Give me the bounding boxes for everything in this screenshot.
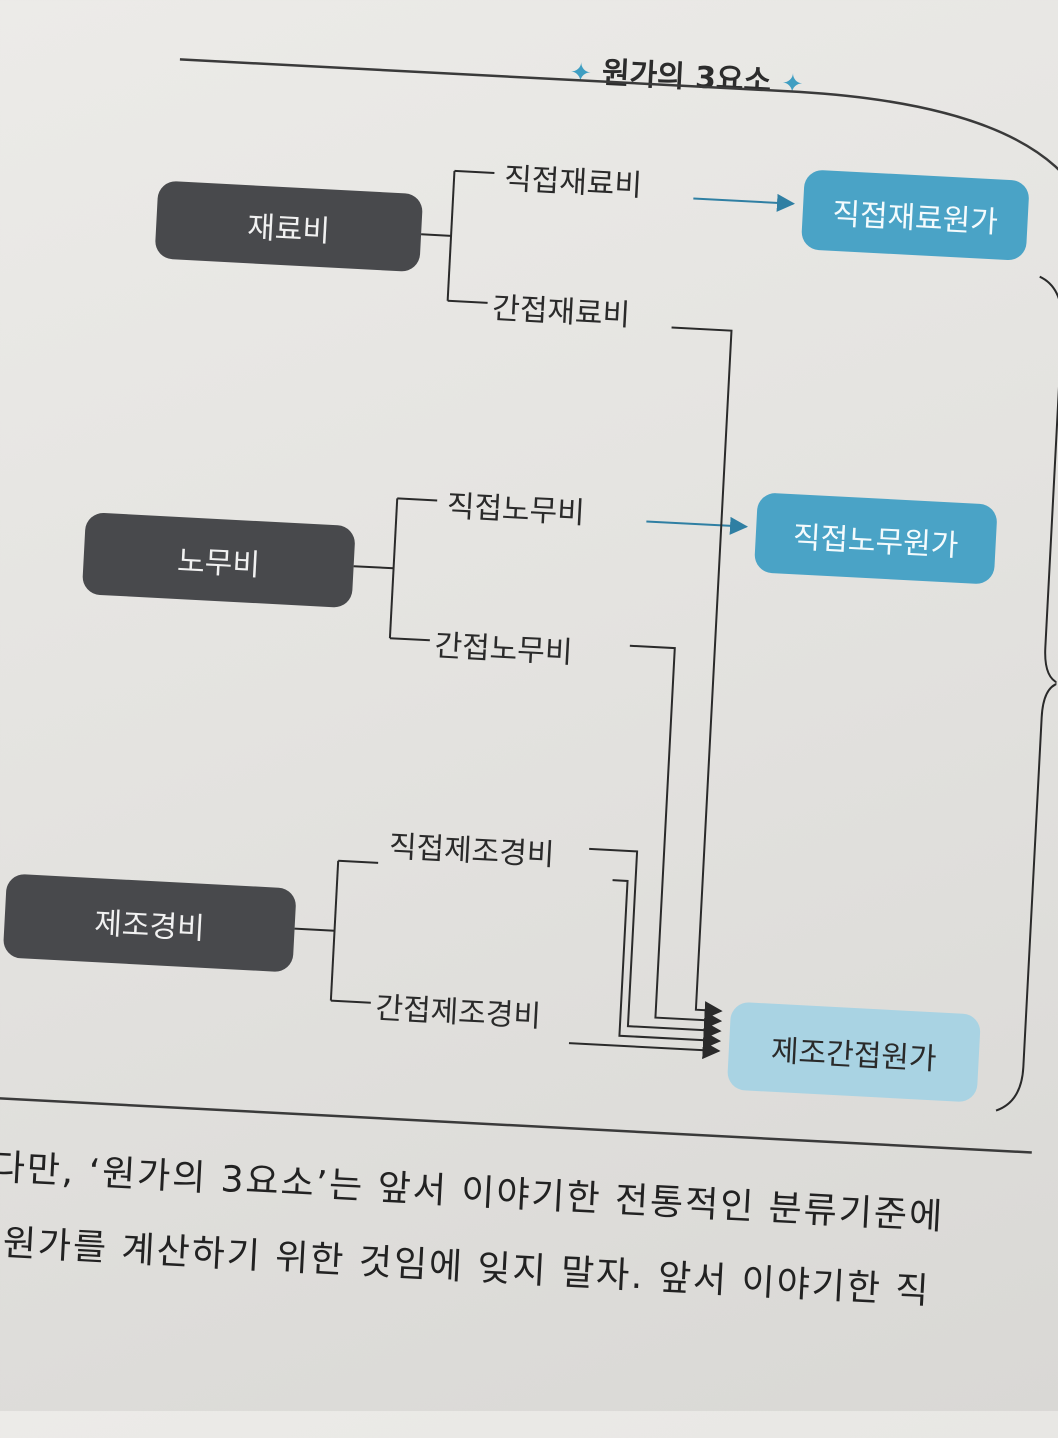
label-direct-labor: 직접노무비	[445, 489, 586, 532]
label-indirect-expense: 간접제조경비	[374, 990, 542, 1035]
bottom-rule	[0, 1095, 1032, 1154]
label-indirect-labor: 간접노무비	[433, 628, 574, 671]
label-direct-expense: 직접제조경비	[388, 829, 556, 874]
label-direct-material: 직접재료비	[503, 161, 643, 204]
category-box-expense: 제조경비	[2, 873, 297, 973]
arrow-direct-labor	[646, 516, 749, 535]
result-box-direct-material-cost: 직접재료원가	[800, 169, 1030, 261]
label-indirect-material: 간접재료비	[491, 291, 632, 334]
right-brace	[995, 275, 1058, 1112]
result-box-overhead-cost: 제조간접원가	[726, 1001, 982, 1103]
header-rule	[179, 58, 1058, 200]
category-box-labor: 노무비	[81, 512, 356, 609]
arrow-direct-material	[693, 193, 796, 212]
category-box-material: 재료비	[154, 180, 424, 273]
bracket-lines	[294, 169, 495, 1004]
result-box-direct-labor-cost: 직접노무원가	[753, 492, 998, 585]
overhead-routing-lines	[568, 326, 733, 1060]
